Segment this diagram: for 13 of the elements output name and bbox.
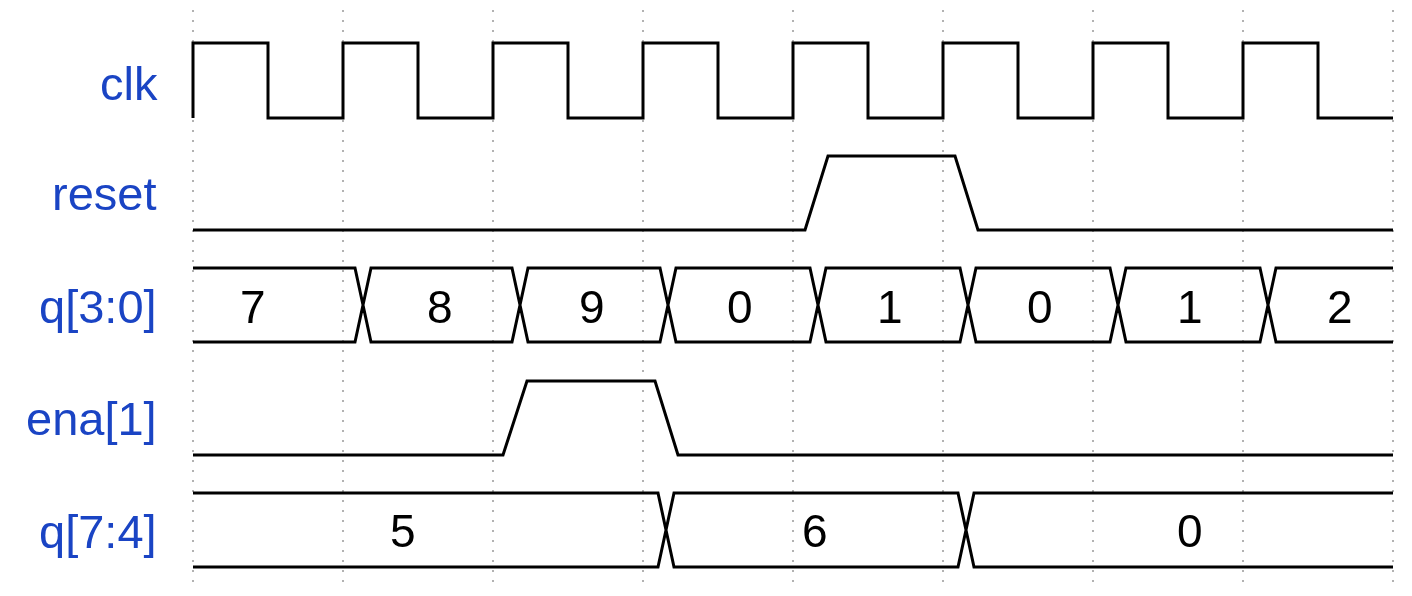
bus-value: 1 xyxy=(877,284,903,330)
bus-value: 8 xyxy=(427,284,453,330)
bus-value: 5 xyxy=(390,508,416,554)
bus-value: 9 xyxy=(579,284,605,330)
bus-value: 2 xyxy=(1327,284,1353,330)
bus-value: 1 xyxy=(1177,284,1203,330)
bus-value: 0 xyxy=(1027,284,1053,330)
bus-value: 0 xyxy=(727,284,753,330)
signal-name: clk xyxy=(100,59,158,107)
bus-value: 6 xyxy=(802,508,828,554)
bus-value: 7 xyxy=(240,284,266,330)
signal-name: reset xyxy=(52,169,157,217)
bus-value: 0 xyxy=(1177,508,1203,554)
